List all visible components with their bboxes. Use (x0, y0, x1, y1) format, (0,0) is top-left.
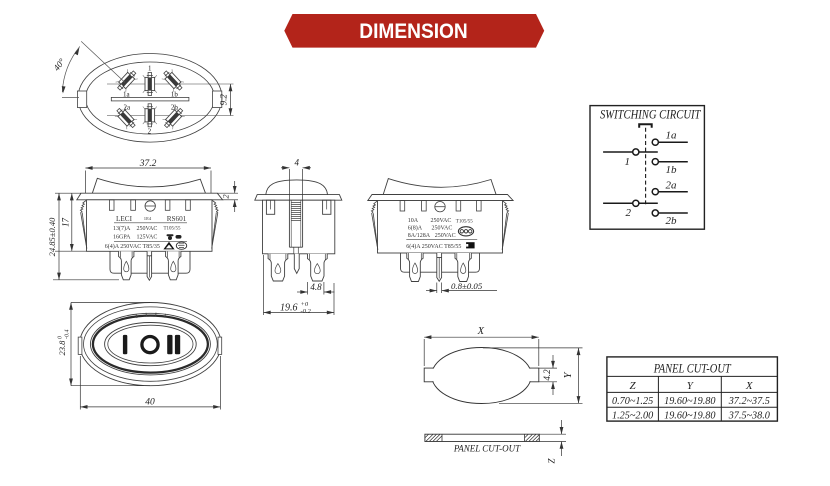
svg-text:10A: 10A (408, 218, 419, 224)
svg-text:1E4: 1E4 (144, 216, 152, 221)
svg-text:37.2~37.5: 37.2~37.5 (728, 396, 770, 407)
svg-text:2: 2 (148, 128, 152, 136)
svg-text:1a: 1a (666, 130, 678, 142)
svg-text:9.2: 9.2 (219, 94, 229, 106)
svg-text:4.8: 4.8 (310, 282, 322, 292)
svg-text:-0.4: -0.4 (63, 330, 70, 340)
svg-text:1: 1 (148, 65, 152, 73)
svg-text:250VAC: 250VAC (432, 225, 453, 231)
svg-text:6(4)A 250VAC T85/35: 6(4)A 250VAC T85/35 (105, 243, 160, 250)
svg-text:23.8: 23.8 (57, 340, 67, 356)
svg-text:250VAC: 250VAC (137, 226, 158, 232)
svg-text:X: X (745, 380, 754, 392)
svg-text:250VAC: 250VAC (431, 218, 452, 224)
svg-text:-0.2: -0.2 (301, 308, 312, 315)
svg-text:Y: Y (687, 380, 695, 392)
svg-text:X: X (477, 326, 485, 337)
svg-text:T105/55: T105/55 (164, 227, 181, 232)
svg-text:2: 2 (626, 207, 632, 219)
svg-text:Z: Z (547, 458, 557, 464)
svg-text:1b: 1b (171, 91, 179, 99)
svg-text:16GPA: 16GPA (113, 235, 131, 241)
svg-text:DIMENSION: DIMENSION (359, 19, 468, 43)
svg-text:+0: +0 (301, 301, 309, 308)
svg-text:250VAC: 250VAC (435, 233, 456, 239)
svg-text:17: 17 (60, 218, 70, 228)
svg-text:Y: Y (563, 371, 574, 378)
svg-text:0.70~1.25: 0.70~1.25 (612, 396, 653, 407)
svg-text:PANEL CUT-OUT: PANEL CUT-OUT (453, 444, 521, 454)
svg-text:8A/128A: 8A/128A (408, 233, 431, 239)
svg-text:1: 1 (625, 156, 631, 168)
svg-text:1.25~2.00: 1.25~2.00 (612, 410, 653, 421)
svg-text:0.8±0.05: 0.8±0.05 (451, 281, 483, 291)
svg-text:2b: 2b (666, 215, 678, 227)
svg-text:SWITCHING CIRCUIT: SWITCHING CIRCUIT (600, 108, 701, 122)
svg-text:40: 40 (145, 397, 155, 407)
svg-text:6(8)A: 6(8)A (408, 224, 423, 231)
svg-text:6(4)A 250VAC T85/55: 6(4)A 250VAC T85/55 (406, 243, 461, 250)
svg-text:37.5~38.0: 37.5~38.0 (728, 410, 770, 421)
svg-text:19.6: 19.6 (280, 303, 298, 314)
svg-text:T105/55: T105/55 (456, 220, 473, 225)
svg-text:Z: Z (630, 380, 637, 392)
svg-text:LECI: LECI (116, 215, 133, 223)
svg-text:4: 4 (295, 158, 300, 168)
svg-text:19.60~19.80: 19.60~19.80 (664, 410, 715, 421)
svg-text:2a: 2a (123, 103, 131, 111)
svg-text:2: 2 (221, 194, 231, 199)
svg-text:1b: 1b (666, 164, 678, 176)
svg-text:4.2: 4.2 (542, 369, 552, 381)
svg-text:2a: 2a (666, 179, 678, 191)
svg-text:0: 0 (58, 336, 64, 339)
svg-text:2b: 2b (171, 103, 179, 111)
svg-text:PANEL CUT-OUT: PANEL CUT-OUT (653, 360, 731, 375)
svg-text:37.2: 37.2 (139, 159, 157, 169)
svg-text:24.85±0.40: 24.85±0.40 (47, 217, 57, 256)
svg-text:13(7)A: 13(7)A (113, 225, 131, 232)
svg-text:RS601: RS601 (167, 215, 187, 223)
svg-text:125VAC: 125VAC (137, 235, 158, 241)
svg-text:19.60~19.80: 19.60~19.80 (664, 396, 715, 407)
svg-text:1a: 1a (123, 91, 131, 99)
